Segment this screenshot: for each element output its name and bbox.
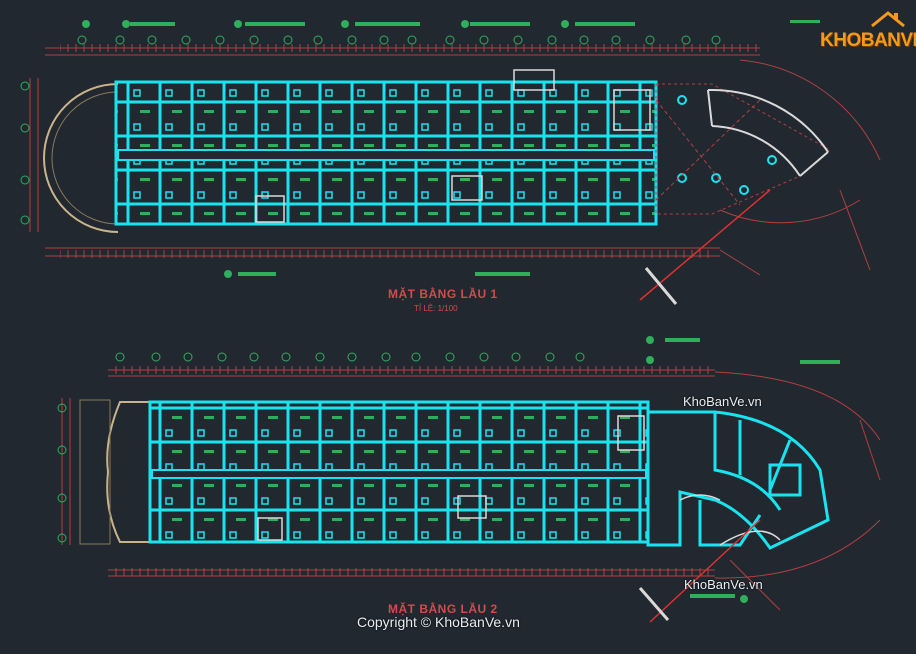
plan2-grid-bubbles: [57, 352, 585, 543]
plan1-curved-wing: [655, 59, 881, 224]
site-watermark-2: KhoBanVe.vn: [684, 577, 763, 592]
floor-plan-2: [57, 336, 881, 623]
floor-plan-1: [20, 20, 881, 305]
plan2-curved-wing: [646, 410, 830, 550]
site-watermark: KhoBanVe.vn: [683, 394, 762, 409]
plan2-section-line: [649, 519, 761, 623]
plan2-stair-2: [457, 495, 487, 519]
plan2-stair-3: [617, 415, 645, 451]
plan2-title: MẶT BẰNG LẦU 2: [388, 602, 498, 616]
plan2-corridor: [151, 469, 647, 479]
plan1-dimension-lines: [29, 44, 760, 258]
plan1-stair-2: [451, 175, 483, 201]
plan1-stair-3: [613, 89, 651, 131]
plan2-arched-entry: [106, 401, 150, 543]
plan2-annotation-tags: [646, 336, 840, 603]
copyright-watermark: Copyright © KhoBanVe.vn: [357, 614, 520, 630]
plan1-grid-bubbles: [20, 35, 721, 225]
plan1-section-line: [639, 189, 771, 301]
logo-text: KHOBANVE: [820, 30, 916, 51]
plan1-semicircle-wing: [43, 83, 119, 233]
plan1-scale: TỈ LỆ: 1/100: [414, 304, 458, 313]
plan1-corridor: [117, 149, 655, 161]
plan2-dimension-lines: [61, 366, 715, 577]
plan1-stair: [255, 195, 285, 223]
house-icon: [871, 11, 905, 28]
plan1-annotation-tags: [82, 20, 820, 278]
plan2-stair: [257, 517, 283, 541]
khobanve-logo: KHOBANVE: [818, 10, 916, 56]
plan1-title: MẶT BẰNG LẦU 1: [388, 287, 498, 301]
